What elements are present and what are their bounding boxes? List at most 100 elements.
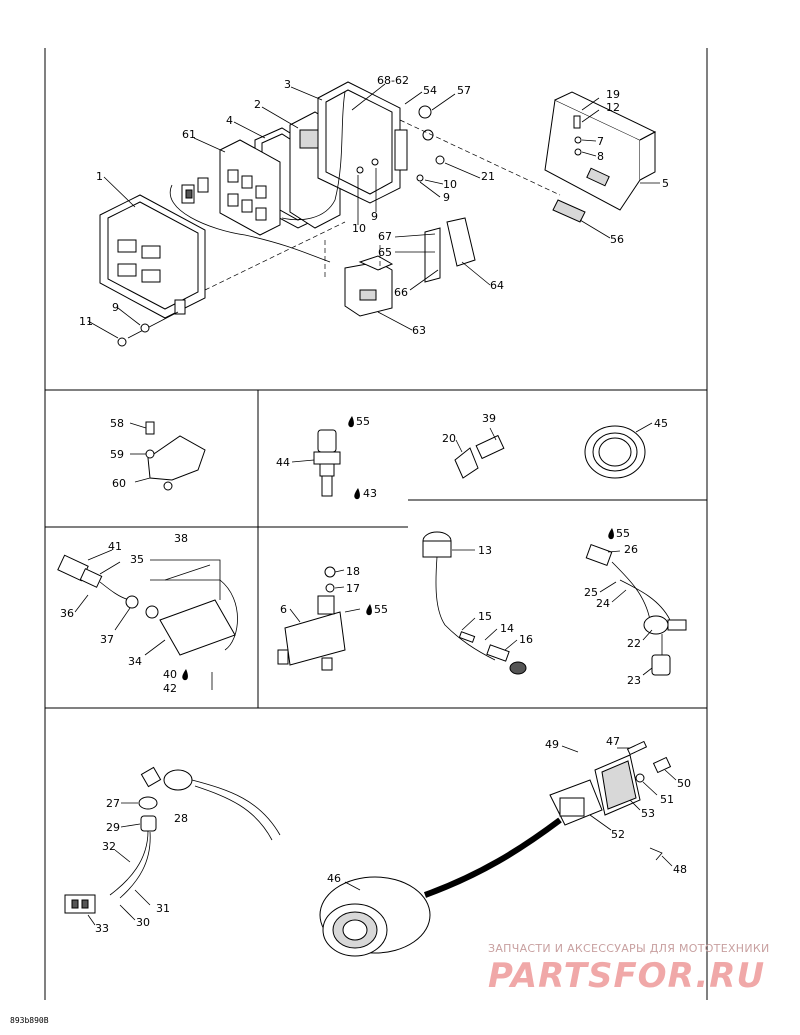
- callout-9: 9: [443, 191, 450, 204]
- callout-37: 37: [100, 633, 114, 646]
- connector-detail: [169, 177, 331, 263]
- callout-52: 52: [611, 828, 625, 841]
- callout-68-62: 68-62: [377, 74, 409, 87]
- screw-part-2: [356, 166, 364, 174]
- callout-47: 47: [606, 735, 620, 748]
- callout-58: 58: [110, 417, 124, 430]
- callout-7: 7: [597, 135, 604, 148]
- panel-frame: [44, 48, 708, 1000]
- callout-14: 14: [500, 622, 514, 635]
- callout-16: 16: [519, 633, 533, 646]
- callout-8: 8: [597, 150, 604, 163]
- top-leaders: [87, 83, 660, 347]
- sender-part: [454, 427, 505, 479]
- callout-49: 49: [545, 738, 559, 751]
- callout-21: 21: [481, 170, 495, 183]
- callout-42: 42: [163, 682, 177, 695]
- callout-51: 51: [660, 793, 674, 806]
- callout-labels: 1 2 3 4 61 68-62 54 57 19 12 7 8 5 56 21…: [60, 74, 691, 935]
- callout-67: 67: [378, 230, 392, 243]
- callout-4: 4: [226, 114, 233, 127]
- callout-28: 28: [174, 812, 188, 825]
- callout-32: 32: [102, 840, 116, 853]
- lubricant-drop-icon: [354, 488, 360, 500]
- callout-41: 41: [108, 540, 122, 553]
- callout-10: 10: [443, 178, 457, 191]
- callout-12: 12: [606, 101, 620, 114]
- washer-part-2: [371, 158, 379, 166]
- callout-44: 44: [276, 456, 290, 469]
- callout-60: 60: [112, 477, 126, 490]
- bolt-part: [573, 115, 581, 129]
- callout-19: 19: [606, 88, 620, 101]
- gauge-housing-assembly: [99, 81, 657, 319]
- rubber-pad-part: [552, 199, 586, 223]
- callout-11: 11: [79, 315, 93, 328]
- speed-sensor-part: [422, 531, 527, 675]
- callout-24: 24: [596, 597, 610, 610]
- callout-45: 45: [654, 417, 668, 430]
- callout-36: 36: [60, 607, 74, 620]
- callout-6: 6: [280, 603, 287, 616]
- callout-40: 40: [163, 668, 177, 681]
- callout-55: 55: [616, 527, 630, 540]
- callout-43: 43: [363, 487, 377, 500]
- callout-55: 55: [356, 415, 370, 428]
- fuse-block-part: [424, 217, 476, 283]
- callout-13: 13: [478, 544, 492, 557]
- diagram-code: 893b890B: [10, 1016, 49, 1025]
- nut-part-2: [574, 148, 582, 156]
- callout-65: 65: [378, 246, 392, 259]
- callout-57: 57: [457, 84, 471, 97]
- harness-part: [64, 766, 281, 926]
- callout-33: 33: [95, 922, 109, 935]
- callout-2: 2: [254, 98, 261, 111]
- lubricant-drop-icon: [608, 528, 614, 540]
- lubricant-drop-icon: [366, 604, 372, 616]
- callout-29: 29: [106, 821, 120, 834]
- callout-61: 61: [182, 128, 196, 141]
- temp-sensor-part: [291, 429, 341, 497]
- switch-panel-part: [219, 139, 281, 236]
- watermark-tagline: ЗАПЧАСТИ И АКСЕССУАРЫ ДЛЯ МОТОТЕХНИКИ: [488, 942, 770, 955]
- throttle-sensor-part: [57, 549, 238, 690]
- callout-25: 25: [584, 586, 598, 599]
- callout-31: 31: [156, 902, 170, 915]
- lubricant-drop-icon: [182, 669, 188, 681]
- mount-plate-part: [129, 421, 206, 491]
- grommet-part: [418, 105, 432, 119]
- callout-48: 48: [673, 863, 687, 876]
- callout-66: 66: [394, 286, 408, 299]
- callout-27: 27: [106, 797, 120, 810]
- watermark-logo: PARTSFOR.RU: [488, 956, 766, 996]
- screw-part-3: [117, 337, 127, 347]
- callout-17: 17: [346, 582, 360, 595]
- tachometer-part: [319, 740, 677, 957]
- callout-46: 46: [327, 872, 341, 885]
- callout-30: 30: [136, 916, 150, 929]
- callout-50: 50: [677, 777, 691, 790]
- rubber-ring-part: [584, 422, 653, 479]
- callout-59: 59: [110, 448, 124, 461]
- bezel-part: [99, 194, 206, 319]
- solenoid-part: [277, 566, 361, 671]
- callout-56: 56: [610, 233, 624, 246]
- callout-18: 18: [346, 565, 360, 578]
- washer-part-4: [140, 323, 150, 333]
- callout-15: 15: [478, 610, 492, 623]
- callout-23: 23: [627, 674, 641, 687]
- relay-part: [344, 255, 394, 317]
- callout-34: 34: [128, 655, 142, 668]
- callout-3: 3: [284, 78, 291, 91]
- callout-54: 54: [423, 84, 437, 97]
- callout-26: 26: [624, 543, 638, 556]
- callout-38: 38: [174, 532, 188, 545]
- callout-39: 39: [482, 412, 496, 425]
- callout-9: 9: [112, 301, 119, 314]
- screw-part: [416, 174, 424, 182]
- nut-part: [422, 129, 434, 141]
- callout-64: 64: [490, 279, 504, 292]
- washer-part: [435, 155, 445, 165]
- callout-63: 63: [412, 324, 426, 337]
